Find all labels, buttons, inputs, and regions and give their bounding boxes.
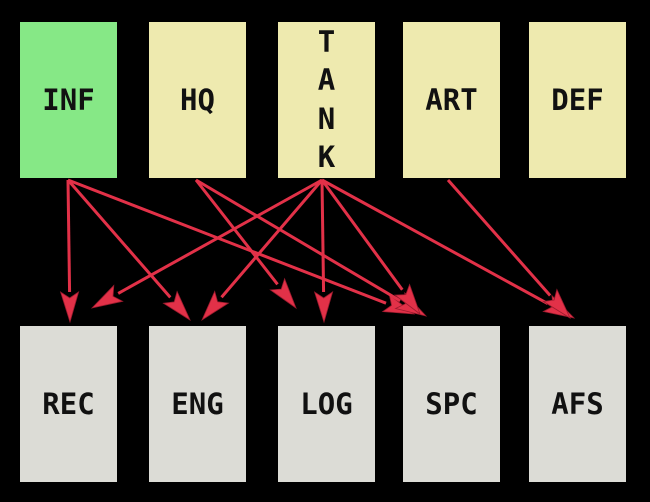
arrow-art-to-afs	[446, 179, 571, 320]
arrow-head	[313, 290, 334, 324]
node-afs-label: AFS	[551, 387, 604, 421]
node-tank-letter-2: A	[317, 63, 336, 98]
arrow-shaft	[67, 178, 387, 305]
node-spc: SPC	[403, 326, 500, 482]
node-eng: ENG	[149, 326, 246, 482]
node-log: LOG	[278, 326, 375, 482]
arrow-inf-to-rec	[59, 179, 80, 324]
arrow-shaft	[195, 178, 401, 303]
node-spc-label: SPC	[425, 387, 478, 421]
arrow-shaft	[117, 178, 323, 295]
arrow-inf-to-eng	[66, 179, 191, 322]
node-hq: HQ	[149, 22, 246, 178]
arrow-head	[269, 277, 297, 310]
node-afs: AFS	[529, 326, 626, 482]
arrow-tank-to-afs	[321, 178, 576, 319]
node-eng-label: ENG	[171, 387, 224, 421]
arrow-head	[393, 283, 421, 316]
arrow-head	[162, 290, 191, 322]
node-tank-letter-3: N	[317, 101, 336, 136]
arrow-hq-to-log	[194, 179, 297, 310]
arrow-tank-to-spc	[320, 179, 421, 316]
node-def: DEF	[529, 22, 626, 178]
arrow-shaft	[194, 179, 279, 286]
node-log-label: LOG	[300, 387, 353, 421]
arrow-head	[59, 290, 80, 324]
arrow-shaft	[321, 178, 549, 305]
arrow-tank-to-rec	[90, 178, 323, 309]
node-inf-label: INF	[42, 83, 95, 117]
arrow-head	[90, 284, 124, 309]
node-tank-letter-4: K	[317, 139, 336, 174]
node-rec: REC	[20, 326, 117, 482]
arrow-tank-to-eng	[201, 179, 324, 322]
arrow-shaft	[320, 179, 326, 293]
arrow-shaft	[446, 179, 552, 297]
node-rec-label: REC	[42, 387, 95, 421]
arrow-shaft	[320, 179, 404, 291]
arrow-head	[542, 288, 571, 320]
node-tank-letter-1: T	[317, 25, 336, 59]
node-tank: T A N K	[278, 22, 375, 178]
node-inf: INF	[20, 22, 117, 178]
node-hq-label: HQ	[180, 83, 215, 117]
arrow-tank-to-log	[313, 179, 334, 324]
node-art-label: ART	[425, 83, 478, 117]
arrow-shaft	[66, 179, 72, 293]
arrow-shaft	[220, 179, 324, 299]
node-art: ART	[403, 22, 500, 178]
arrow-head	[201, 290, 230, 322]
arrow-hq-to-spc	[195, 178, 428, 317]
arrow-shaft	[66, 179, 172, 299]
node-def-label: DEF	[551, 83, 604, 117]
